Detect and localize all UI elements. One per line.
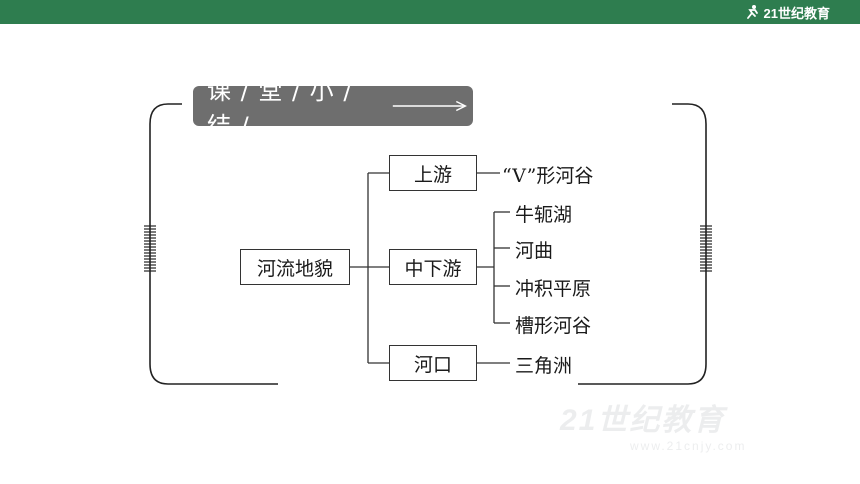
summary-title: 课 / 堂 / 小 / 结 /	[207, 77, 353, 140]
watermark-sub: www.21cnjy.com	[630, 439, 747, 453]
logo-text: 21世纪教育	[763, 5, 830, 21]
summary-title-banner: 课 / 堂 / 小 / 结 /	[193, 77, 473, 140]
right-bracket-ticks	[700, 225, 712, 272]
leaf-item: 槽形河谷	[515, 315, 592, 337]
branch-label: 中下游	[404, 257, 462, 280]
tree-connectors	[349, 172, 510, 364]
root-node: 河流地貌	[240, 249, 350, 285]
branch-midlower: 中下游	[389, 249, 477, 285]
runner-icon	[746, 5, 758, 19]
root-label: 河流地貌	[256, 257, 333, 280]
left-bracket	[149, 103, 278, 385]
branch-label: 上游	[413, 163, 452, 186]
branch-upstream: 上游	[389, 155, 477, 191]
left-bracket-ticks	[144, 225, 156, 272]
right-bracket	[578, 103, 707, 385]
watermark-main: 21世纪教育	[560, 404, 726, 437]
leaf-item: “V”形河谷	[502, 165, 594, 187]
header-bar: 21世纪教育	[0, 0, 860, 24]
leaf-item: 冲积平原	[515, 278, 592, 300]
leaf-item: 河曲	[515, 240, 554, 262]
brand-logo: 21世纪教育	[744, 2, 830, 22]
arrow-right-icon	[393, 100, 468, 112]
branch-label: 河口	[413, 353, 452, 376]
leaf-item: 牛轭湖	[515, 204, 573, 226]
leaf-item: 三角洲	[515, 355, 573, 377]
watermark: 21世纪教育 www.21cnjy.com	[560, 395, 830, 455]
branch-estuary: 河口	[389, 345, 477, 381]
